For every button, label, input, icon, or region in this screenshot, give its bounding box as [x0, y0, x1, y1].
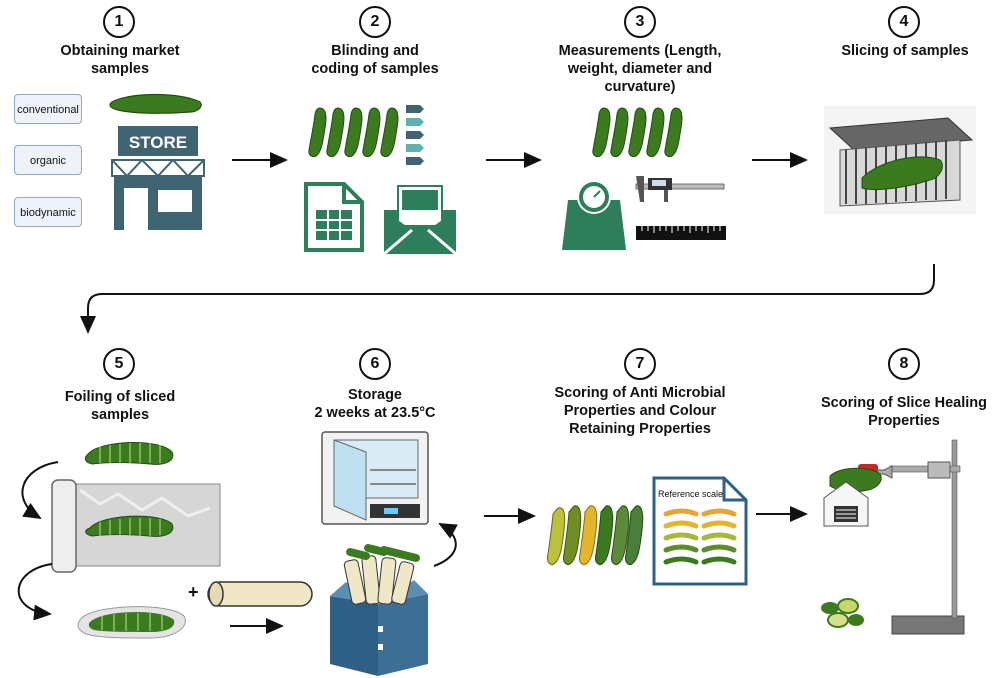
curved-arrow-out-of-foil — [17, 563, 53, 621]
cucumber-icon — [109, 93, 202, 114]
plastic-tube-icon — [207, 581, 313, 607]
code-tags-icon — [406, 105, 424, 165]
storage-box-icon — [330, 544, 428, 676]
curved-arrow-box-to-incubator — [433, 523, 458, 567]
cucumber-slices-icon — [821, 598, 864, 628]
step-3-title: Measurements (Length, weight, diameter a… — [558, 43, 722, 95]
foiled-cucumber-icon — [77, 606, 186, 639]
reference-scale-document-icon — [652, 476, 748, 586]
step-5-number: 5 — [103, 348, 135, 380]
step-8-number: 8 — [888, 348, 920, 380]
scale-icon — [562, 180, 626, 250]
spreadsheet-icon — [304, 182, 364, 252]
arrow-4-5 — [80, 264, 935, 334]
incubator-icon — [321, 431, 429, 525]
step-6-number: 6 — [359, 348, 391, 380]
step-2-number: 2 — [359, 6, 391, 38]
slicer-photo — [824, 106, 976, 214]
plus-sign: + — [188, 582, 199, 602]
sample-type-conventional: conventional — [14, 94, 82, 124]
step-7-title: Scoring of Anti Microbial Properties and… — [554, 385, 726, 437]
cucumbers-group-icon — [592, 107, 683, 158]
sample-type-biodynamic: biodynamic — [14, 197, 82, 227]
step-7-number: 7 — [624, 348, 656, 380]
caliper-icon — [635, 176, 725, 202]
curved-arrow-into-foil — [21, 461, 59, 520]
reference-scale-label: Reference scale — [658, 489, 724, 499]
step-1-title: Obtaining market samples — [60, 43, 180, 77]
step-4-title: Slicing of samples — [841, 43, 969, 59]
ruler-icon — [636, 226, 726, 240]
step-3-number: 3 — [624, 6, 656, 38]
sliced-cucumber-icon — [84, 442, 174, 465]
envelope-icon — [383, 185, 457, 256]
store-sign-text: STORE — [129, 133, 187, 152]
weight-box-icon — [823, 481, 869, 527]
step-1-number: 1 — [103, 6, 135, 38]
step-6-title: Storage 2 weeks at 23.5°C — [314, 387, 436, 421]
step-2-title: Blinding and coding of samples — [311, 43, 439, 77]
step-8-title: Scoring of Slice Healing Properties — [821, 395, 987, 429]
store-icon: STORE — [111, 126, 205, 230]
foil-roll-icon — [51, 479, 221, 573]
scored-cucumbers-icon — [547, 505, 644, 565]
sample-type-organic: organic — [14, 145, 82, 175]
step-4-number: 4 — [888, 6, 920, 38]
cucumbers-group-icon — [308, 107, 399, 158]
step-5-title: Foiling of sliced samples — [64, 389, 176, 423]
